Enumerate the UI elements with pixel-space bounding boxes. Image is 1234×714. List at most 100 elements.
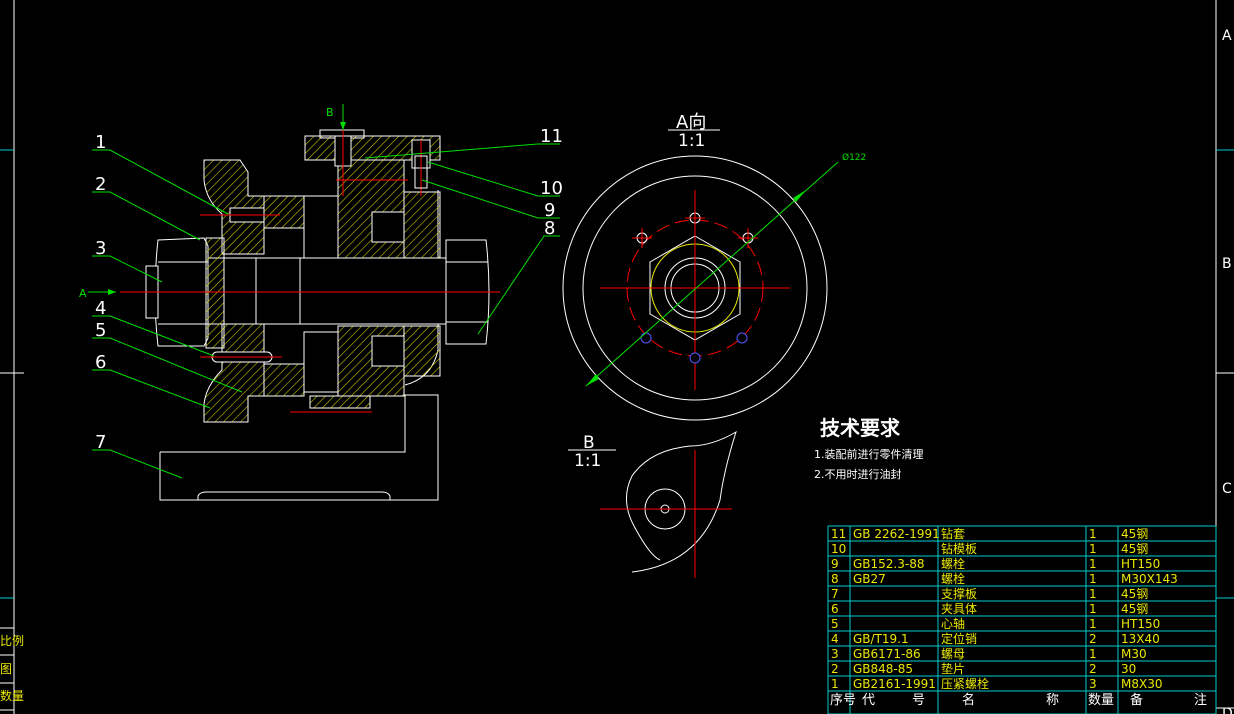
bom-cell-code: GB6171-86	[853, 647, 921, 661]
svg-text:B: B	[326, 106, 334, 119]
bom-cell-no: 7	[831, 587, 839, 601]
bom-cell-mat: 30	[1121, 662, 1136, 676]
leader-label: 4	[95, 298, 106, 319]
leader-lines	[92, 143, 560, 479]
bom-cell-qty: 1	[1089, 617, 1097, 631]
leader-label: 6	[95, 352, 106, 373]
bom-cell-mat: HT150	[1121, 617, 1160, 631]
bom-cell-no: 2	[831, 662, 839, 676]
bom-header-code2: 号	[912, 693, 925, 708]
view-a: A向 1:1	[562, 112, 866, 421]
stub-label: 比例	[0, 634, 24, 648]
leader-label: 11	[540, 126, 563, 147]
tech-title: 技术要求	[820, 416, 901, 440]
bom-cell-mat: 45钢	[1121, 602, 1148, 616]
table-row: 4 GB/T19.1 定位销 2 13X40	[831, 631, 1160, 646]
bom-header-mat2: 注	[1194, 693, 1207, 708]
bom-cell-name: 垫片	[941, 661, 965, 676]
bom-header-mat: 备	[1130, 692, 1143, 708]
bom-cell-name: 螺母	[941, 647, 965, 661]
stub-label: 图	[0, 662, 12, 676]
bom-header-name: 名	[962, 692, 975, 708]
bom-cell-mat: 13X40	[1121, 632, 1160, 646]
table-row: 9 GB152.3-88 螺栓 1 HT150	[831, 556, 1160, 571]
bom-cell-no: 11	[831, 527, 846, 541]
tech-line: 2.不用时进行油封	[814, 467, 902, 481]
bom-cell-no: 4	[831, 632, 839, 646]
bom-cell-name: 螺栓	[941, 571, 965, 586]
bom-cell-name: 压紧螺栓	[941, 676, 989, 691]
bom-cell-qty: 1	[1089, 647, 1097, 661]
leader-label: 1	[95, 132, 106, 153]
left-stub: 比例 图 数量	[0, 627, 24, 711]
bom-cell-name: 定位销	[941, 631, 977, 646]
bom-cell-name: 钻模板	[941, 541, 977, 556]
fixture-body	[203, 159, 441, 423]
bom-cell-no: 8	[831, 572, 839, 586]
bom-cell-mat: 45钢	[1121, 542, 1148, 556]
bom-cell-mat: HT150	[1121, 557, 1160, 571]
bom-cell-code: GB/T19.1	[853, 632, 909, 646]
bom-cell-qty: 1	[1089, 542, 1097, 556]
bom-cell-mat: M30	[1121, 647, 1147, 661]
bom-cell-mat: M8X30	[1121, 677, 1162, 691]
bom-cell-code: GB 2262-1991	[853, 527, 940, 541]
bom-cell-no: 1	[831, 677, 839, 691]
bom-cell-no: 10	[831, 542, 846, 556]
view-a-label: A向	[676, 112, 706, 133]
bom-cell-name: 夹具体	[941, 602, 977, 616]
leader-label: 8	[544, 218, 555, 239]
view-b-scale: 1:1	[574, 451, 601, 471]
bom-cell-qty: 3	[1089, 677, 1097, 691]
bom-cell-mat: 45钢	[1121, 587, 1148, 601]
bom-cell-qty: 1	[1089, 587, 1097, 601]
view-b: B 1:1	[568, 430, 737, 578]
leader-label: 7	[95, 432, 106, 453]
bom-cell-code: GB27	[853, 572, 886, 586]
bom-cell-qty: 1	[1089, 557, 1097, 571]
bom-cell-qty: 2	[1089, 662, 1097, 676]
view-a-scale: 1:1	[678, 131, 705, 151]
bom-cell-code: GB152.3-88	[853, 557, 924, 571]
diameter-dimension: Ø122	[842, 152, 866, 163]
bom-cell-name: 钻套	[941, 526, 965, 541]
svg-text:A: A	[79, 287, 87, 300]
bom-cell-qty: 1	[1089, 527, 1097, 541]
centerlines	[120, 214, 500, 413]
bom-cell-name: 螺栓	[941, 556, 965, 571]
bom-cell-mat: 45钢	[1121, 527, 1148, 541]
table-header: 序号代 号 名 称 数量 备 注	[830, 692, 1207, 708]
section-marker-a: A	[79, 287, 116, 300]
leader-label: 2	[95, 174, 106, 195]
bom-cell-qty: 1	[1089, 572, 1097, 586]
bom-cell-name: 心轴	[941, 616, 965, 631]
bom-cell-no: 6	[831, 602, 839, 616]
bom-header-qty: 数量	[1088, 693, 1114, 708]
bom-header-code: 代	[862, 693, 875, 708]
drill-plate	[304, 120, 441, 409]
bom-cell-qty: 1	[1089, 602, 1097, 616]
zone-letter: A	[1222, 28, 1232, 44]
leader-label: 5	[95, 320, 106, 341]
hex-nut	[145, 237, 225, 349]
mandrel-shaft	[205, 257, 447, 325]
bom-header-no: 序号	[830, 693, 856, 708]
zone-letter: B	[1222, 256, 1232, 272]
view-b-label: B	[583, 433, 595, 453]
table-row: 6 夹具体 1 45钢	[831, 602, 1148, 616]
bom-cell-qty: 2	[1089, 632, 1097, 646]
section-marker-b: B	[326, 104, 346, 130]
section-view: B A 1 2 3 4 5 6 7 8	[79, 104, 563, 501]
table-row: 10 钻模板 1 45钢	[831, 541, 1148, 556]
tech-line: 1.装配前进行零件清理	[814, 447, 924, 461]
bom-cell-no: 9	[831, 557, 839, 571]
technical-requirements: 技术要求 1.装配前进行零件清理 2.不用时进行油封	[814, 416, 924, 481]
leader-labels: 1 2 3 4 5 6 7 8 9 10 11	[95, 126, 563, 453]
bom-header-name2: 称	[1046, 693, 1059, 708]
